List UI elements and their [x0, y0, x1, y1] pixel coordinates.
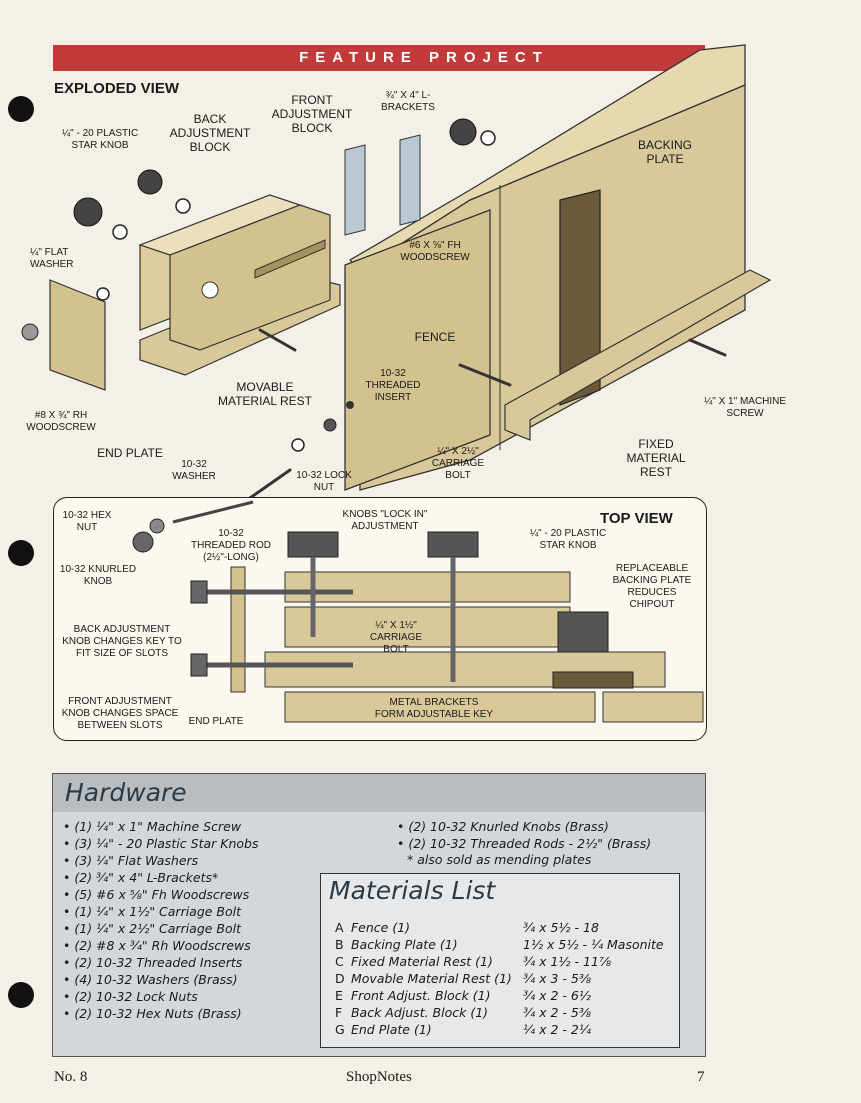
hardware-item: (2) 10-32 Threaded Inserts [63, 954, 258, 971]
hardware-note: * also sold as mending plates [407, 852, 592, 867]
block-e [284, 606, 571, 648]
label-lock-nut: 10-32 LOCK NUT [296, 470, 352, 493]
star-knob-icon [73, 118, 477, 227]
fixed-rest [504, 269, 772, 441]
hardware-item: (2) 10-32 Threaded Rods - 2½" (Brass) [397, 835, 651, 852]
front-block [169, 204, 331, 351]
fence-top [348, 44, 746, 271]
label-rh-screw: #8 x ¾" Rh WOODSCREW [26, 410, 96, 433]
material-row: F Back Adjust. Block (1)¾ x 2 - 5⅜ [335, 1005, 591, 1020]
label-front-block: FRONT ADJUSTMENT BLOCK [271, 93, 353, 135]
label-top-star-knob: ¼" - 20 PLASTIC STAR KNOB [529, 528, 607, 551]
hardware-list-col1: (1) ¼" x 1" Machine Screw (3) ¼" - 20 Pl… [63, 818, 258, 1022]
hardware-item: (2) ¾" x 4" L-Brackets* [63, 869, 258, 886]
label-knobs-lock: KNOBS "LOCK IN" ADJUSTMENT [342, 509, 428, 532]
exploded-view-illustration [21, 44, 772, 500]
end-plate [49, 279, 106, 391]
label-star-knob: ¼" - 20 PLASTIC STAR KNOB [61, 128, 139, 151]
hardware-item: (2) 10-32 Knurled Knobs (Brass) [397, 818, 651, 835]
material-row: B Backing Plate (1)1½ x 5½ - ¼ Masonite [335, 937, 664, 952]
label-metal-brackets: METAL BRACKETS FORM ADJUSTABLE KEY [374, 697, 494, 720]
l-bracket [344, 144, 366, 236]
label-fixed-rest: FIXED MATERIAL REST [626, 437, 686, 479]
label-replaceable: REPLACEABLE BACKING PLATE REDUCES CHIPOU… [612, 563, 692, 610]
label-top-carriage-bolt: ¼" x 1½" CARRIAGE BOLT [369, 620, 423, 655]
label-hex-nut: 10-32 HEX NUT [62, 510, 112, 533]
label-end-plate: END PLATE [97, 446, 163, 460]
top-view-title: TOP VIEW [600, 510, 673, 527]
hardware-item: (2) 10-32 Hex Nuts (Brass) [63, 1005, 258, 1022]
material-row: E Front Adjust. Block (1)¾ x 2 - 6½ [335, 988, 591, 1003]
label-woodscrew-fh: #6 x ⅝" Fh WOODSCREW [400, 240, 470, 263]
hardware-item: (3) ¼" - 20 Plastic Star Knobs [63, 835, 258, 852]
materials-title: Materials List [329, 876, 496, 905]
label-carriage-bolt-long: ¼" x 2½" CARRIAGE BOLT [431, 446, 485, 481]
fence-front [344, 209, 491, 491]
label-backing-plate: BACKING PLATE [637, 138, 692, 166]
label-movable-rest: MOVABLE MATERIAL REST [217, 380, 312, 408]
rest-c [602, 691, 704, 723]
material-row: D Movable Material Rest (1)¾ x 3 - 5⅜ [335, 971, 591, 986]
hardware-item: (1) ¼" x 2½" Carriage Bolt [63, 920, 258, 937]
hardware-item: (3) ¼" Flat Washers [63, 852, 258, 869]
l-bracket [399, 134, 421, 226]
label-threaded-rod: 10-32 THREADED ROD (2½"-LONG) [190, 528, 271, 563]
footer-page-number: 7 [697, 1069, 705, 1085]
label-threaded-insert: 10-32 THREADED INSERT [365, 368, 421, 403]
rest-d [284, 691, 596, 723]
label-flat-washer: ¼" FLAT WASHER [30, 247, 74, 270]
hardware-item: (2) #8 x ¾" Rh Woodscrews [63, 937, 258, 954]
material-row: G End Plate (1)¼ x 2 - 2¼ [335, 1022, 591, 1037]
hardware-item: (5) #6 x ⅝" Fh Woodscrews [63, 886, 258, 903]
hardware-item: (4) 10-32 Washers (Brass) [63, 971, 258, 988]
label-l-brackets: ¾" x 4" L-BRACKETS [381, 90, 435, 113]
binder-hole [8, 982, 34, 1008]
hardware-item: (1) ¼" x 1" Machine Screw [63, 818, 258, 835]
material-row: C Fixed Material Rest (1)¾ x 1½ - 11⅞ [335, 954, 612, 969]
materials-panel: Materials List A Fence (1)¾ x 5½ - 18 B … [320, 873, 680, 1048]
label-front-knob: FRONT ADJUSTMENT KNOB CHANGES SPACE BETW… [61, 696, 179, 731]
hardware-list-col2: (2) 10-32 Knurled Knobs (Brass) (2) 10-3… [397, 818, 651, 852]
top-view-illustration [132, 500, 704, 723]
hardware-item: (1) ¼" x 1½" Carriage Bolt [63, 903, 258, 920]
label-washer: 10-32 WASHER [172, 459, 216, 482]
label-knurled-knob: 10-32 KNURLED KNOB [59, 564, 137, 587]
fence-a [264, 651, 666, 688]
backing-plate-b [552, 671, 634, 689]
binder-hole [8, 96, 34, 122]
block-f [284, 571, 571, 603]
binder-hole [8, 540, 34, 566]
footer-magazine: ShopNotes [346, 1069, 412, 1085]
label-back-knob: BACK ADJUSTMENT KNOB CHANGES KEY TO FIT … [62, 624, 182, 659]
feature-banner: FEATURE PROJECT [53, 45, 705, 71]
end-plate-g [230, 566, 246, 693]
label-top-end-plate: END PLATE [188, 716, 244, 727]
backing-plate [559, 189, 601, 406]
footer-issue: No. 8 [54, 1069, 88, 1085]
material-row: A Fence (1)¾ x 5½ - 18 [335, 920, 599, 935]
label-machine-screw: ¼" x 1" MACHINE SCREW [703, 396, 787, 419]
label-fence: FENCE [414, 330, 456, 344]
banner-text: FEATURE PROJECT [299, 49, 549, 66]
exploded-view-title: EXPLODED VIEW [54, 80, 180, 97]
hardware-item: (2) 10-32 Lock Nuts [63, 988, 258, 1005]
label-back-block: BACK ADJUSTMENT BLOCK [169, 112, 251, 154]
hardware-title: Hardware [65, 778, 187, 807]
